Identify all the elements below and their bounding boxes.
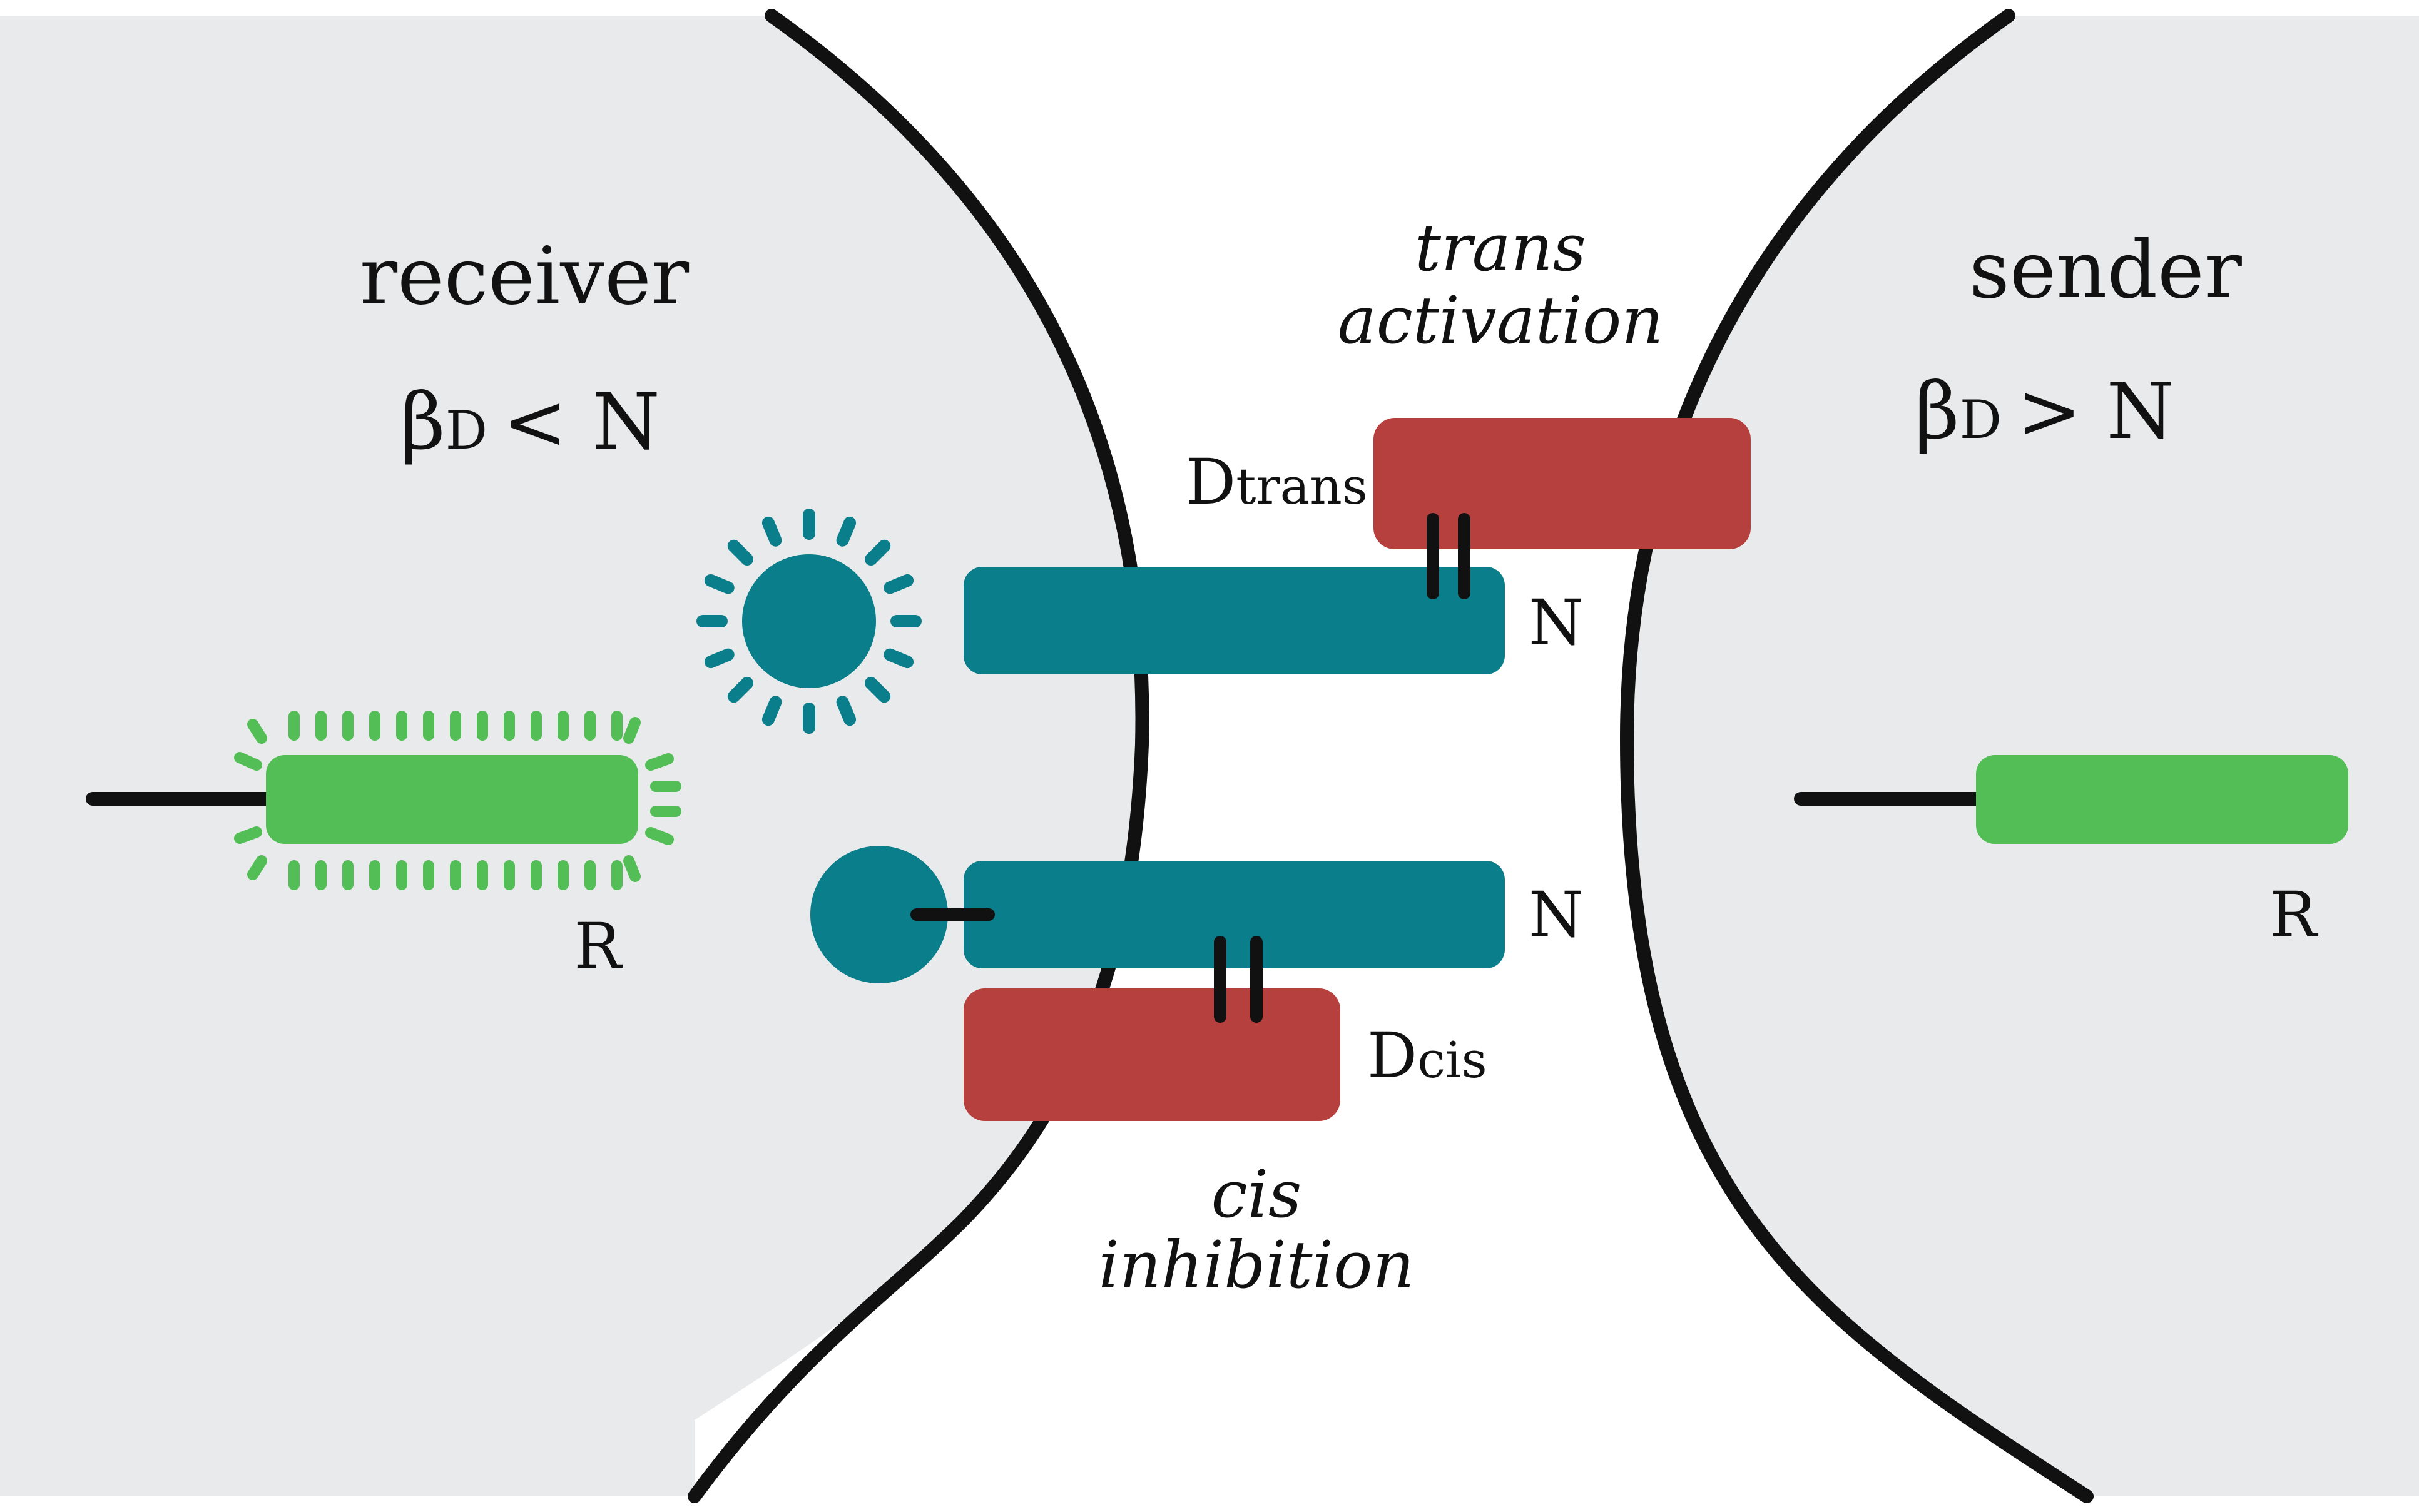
sender-reporter-label: R — [2269, 878, 2318, 951]
receiver-reporter-label: R — [574, 910, 623, 983]
receiver-condition: βD< N — [400, 377, 660, 467]
notch-trans — [964, 567, 1505, 674]
nicd-glow-tick — [884, 574, 914, 594]
receiver-condition-subscript: D — [446, 400, 487, 461]
nicd-glow-ticks — [696, 509, 922, 734]
cis-inhibition-line1: cis — [1211, 1156, 1302, 1232]
receiver-condition-relation: < N — [502, 377, 660, 467]
trans-binding-bond — [1427, 513, 1470, 599]
receiver-title: receiver — [360, 230, 690, 322]
nicd-glow-tick — [836, 516, 857, 547]
sender-condition-subscript: D — [1960, 389, 2002, 450]
notch-cis — [964, 861, 1505, 968]
nicd-glow-tick — [884, 648, 914, 669]
delta-trans-label-sub: trans — [1236, 457, 1368, 515]
released-nicd — [696, 509, 922, 734]
nicd-circle — [742, 554, 876, 688]
nicd-glow-tick — [727, 539, 753, 566]
reporter-glow-tick — [645, 827, 674, 845]
receiver-condition-symbol: β — [400, 377, 446, 467]
receiver-reporter-gene — [266, 755, 638, 844]
reporter-glow-tick — [645, 753, 674, 771]
trans-activation-line2: activation — [1338, 282, 1664, 358]
nicd-attached-circle — [810, 846, 948, 983]
sender-reporter-gene — [1976, 755, 2348, 844]
reporter-glow-tick — [234, 752, 262, 771]
sender-condition-symbol: β — [1915, 367, 1960, 457]
notch-trans-label: N — [1529, 586, 1584, 659]
reporter-glow-tick — [247, 855, 267, 880]
delta-trans-label: Dtrans — [1186, 445, 1368, 519]
cis-inhibition-line2: inhibition — [1099, 1227, 1415, 1303]
sender-membrane — [1619, 9, 2094, 1503]
receiver-reporter — [86, 711, 681, 890]
reporter-glow-tick — [247, 719, 267, 744]
delta-cis — [964, 988, 1340, 1121]
nicd-glow-tick — [761, 516, 782, 547]
reporter-glow-tick — [234, 826, 262, 844]
delta-cis-label: Dcis — [1367, 1019, 1487, 1092]
nicd-glow-tick — [761, 696, 782, 726]
trans-activation-line1: trans — [1415, 210, 1586, 286]
notch-cis-label: N — [1529, 878, 1584, 951]
delta-cis-label-main: D — [1367, 1019, 1417, 1092]
nicd-glow-tick — [836, 696, 857, 726]
nicd-glow-tick — [727, 677, 753, 703]
delta-trans-label-main: D — [1186, 445, 1236, 519]
delta-cis-label-sub: cis — [1417, 1031, 1487, 1089]
sender-condition: βD> N — [1915, 367, 2174, 457]
reporter-glow-tick — [623, 717, 641, 744]
nicd-glow-tick — [704, 648, 735, 669]
reporter-glow-ticks — [234, 711, 681, 890]
sender-reporter — [1794, 755, 2348, 844]
cis-binding-bond — [1214, 936, 1263, 1023]
sender-title: sender — [1969, 224, 2243, 316]
nicd-glow-tick — [865, 677, 891, 703]
nicd-glow-tick — [865, 539, 891, 566]
reporter-glow-tick — [623, 855, 641, 882]
sender-condition-relation: > N — [2017, 367, 2174, 457]
nicd-glow-tick — [704, 574, 735, 594]
